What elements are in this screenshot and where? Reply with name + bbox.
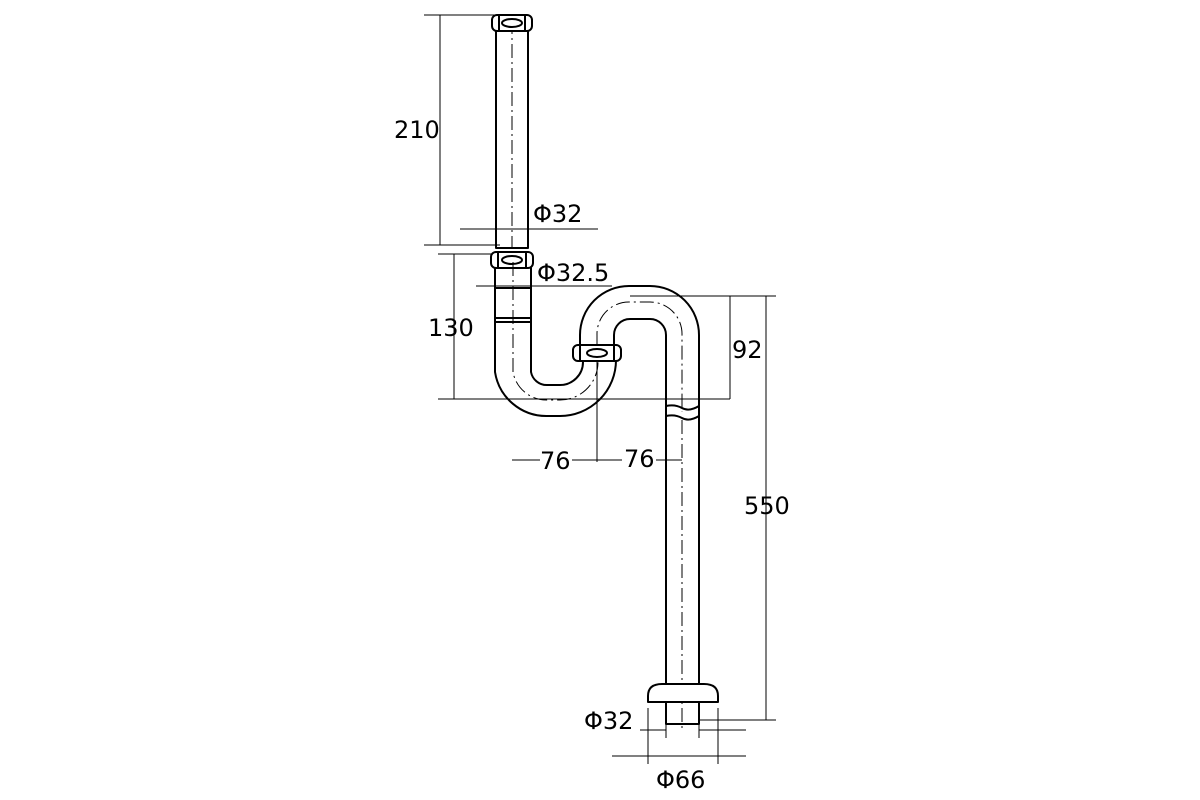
dimension-label-92: 92 [732,336,763,364]
dimension-label-550: 550 [744,492,790,520]
dimension-drop-height: 550 [700,295,790,721]
dimension-label-210: 210 [394,116,440,144]
dimension-label-phi32-tail: Φ32 [533,200,582,228]
dimension-inlet-diameter: Φ32.5 [476,259,612,290]
floor-flange [647,683,719,725]
upper-tailpiece [491,14,533,249]
top-slip-nut [491,14,533,32]
dimension-trap-height: 130 [428,253,730,400]
middle-slip-nut [572,344,622,362]
upper-u-bend [579,285,700,413]
dimension-flange-diameter: Φ66 [612,708,746,794]
dimension-label-phi32-5: Φ32.5 [537,259,609,287]
dimension-label-76-right: 76 [624,445,655,473]
drop-pipe [665,404,700,730]
dimension-tail-diameter: Φ32 [460,200,598,230]
trap-bend [494,262,617,418]
dimension-bend-height: 92 [630,295,763,399]
dimension-label-76-left: 76 [540,447,571,475]
dimension-label-130: 130 [428,314,474,342]
dimension-label-phi66: Φ66 [656,766,705,794]
dimension-outlet-diameter: Φ32 [584,706,746,738]
dimension-label-phi32-outlet: Φ32 [584,707,633,735]
inlet-slip-nut [490,251,534,269]
dimension-offsets: 76 76 [512,360,682,475]
dimension-tail-length: 210 [394,14,500,246]
